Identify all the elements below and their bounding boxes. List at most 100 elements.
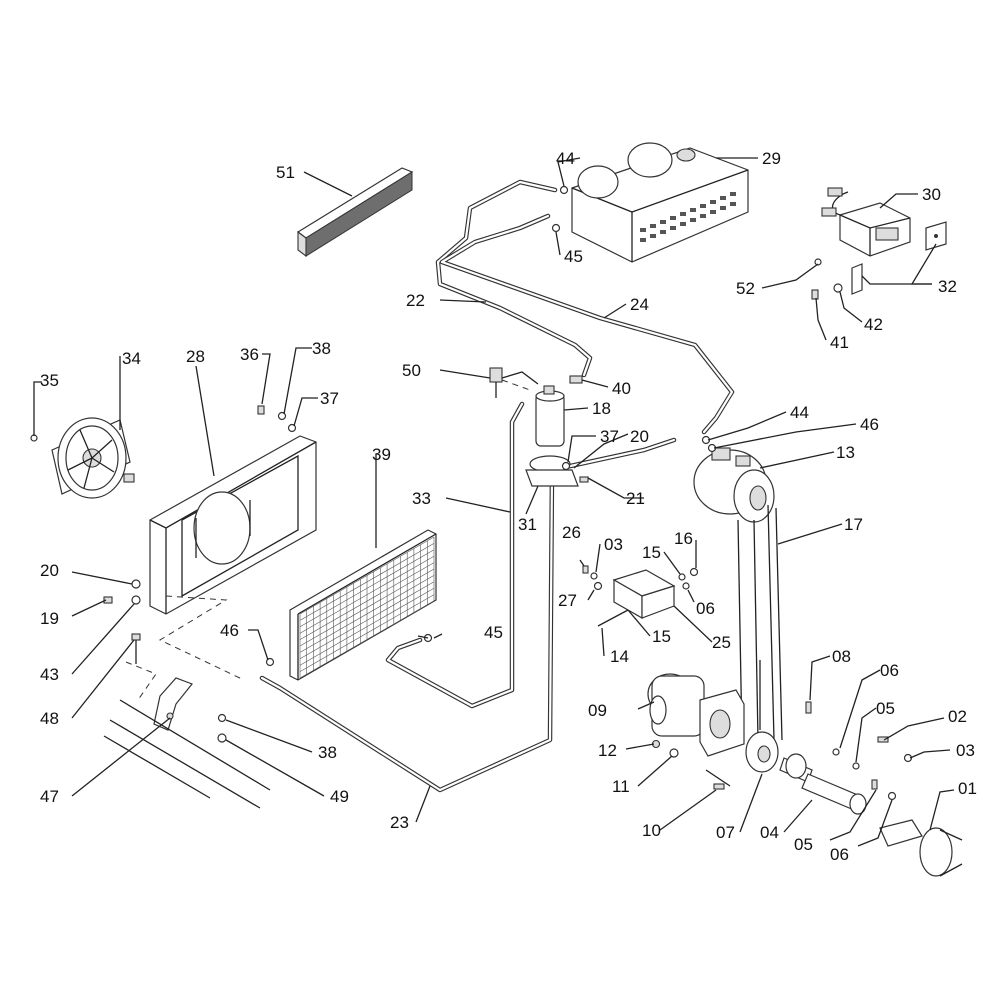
label-part-15-top: 15 (642, 543, 661, 562)
part-25-mount-bracket (612, 569, 676, 620)
label-part-11: 11 (612, 777, 630, 796)
label-part-43: 43 (40, 665, 59, 684)
label-part-15-bottom: 15 (652, 627, 671, 646)
part-47-bracket (153, 677, 193, 731)
label-part-20-mid: 20 (630, 427, 649, 446)
label-part-18: 18 (592, 399, 611, 418)
part-33-hose (385, 401, 525, 709)
part-51-filter (296, 167, 414, 258)
label-part-03-right: 03 (956, 741, 975, 760)
part-46-oring-a (265, 657, 275, 667)
part-08-key (805, 701, 812, 714)
assembly-lines (103, 379, 761, 809)
part-38-washer-b (217, 713, 227, 723)
part-11-nut (669, 748, 679, 758)
part-41-bolt (811, 289, 819, 300)
label-part-39: 39 (372, 445, 391, 464)
part-32-bracket (851, 221, 947, 295)
part-02-bolt (877, 736, 889, 743)
part-18-receiver-drier (535, 385, 565, 447)
label-part-05-bottom: 05 (794, 835, 813, 854)
label-part-21: 21 (626, 489, 645, 508)
label-part-34: 34 (122, 349, 141, 368)
label-part-35: 35 (40, 371, 59, 390)
label-part-46-right: 46 (860, 415, 879, 434)
label-part-04: 04 (760, 823, 779, 842)
label-part-14: 14 (610, 647, 629, 666)
part-42-washer (833, 283, 843, 293)
label-part-03-mid: 03 (604, 535, 623, 554)
label-part-50: 50 (402, 361, 421, 380)
part-05-bolt-b (871, 779, 878, 790)
part-36-bolt (257, 405, 265, 415)
part-34-fan (51, 417, 135, 499)
part-15-bolt-a (678, 573, 686, 581)
part-09-pump (647, 673, 745, 757)
label-part-05-top: 05 (876, 699, 895, 718)
label-part-12: 12 (598, 741, 617, 760)
part-29-evaporator (571, 142, 749, 263)
label-part-48: 48 (40, 709, 59, 728)
part-13-compressor (693, 447, 775, 523)
label-part-10: 10 (642, 821, 661, 840)
part-48-stud (131, 633, 141, 664)
label-part-08: 08 (832, 647, 851, 666)
part-22-hose (435, 179, 593, 378)
label-part-06-bottom: 06 (830, 845, 849, 864)
part-26-bolt (582, 565, 589, 574)
label-part-29: 29 (762, 149, 781, 168)
part-24-hose (439, 213, 735, 435)
label-part-20-left: 20 (40, 561, 59, 580)
label-part-07: 07 (716, 823, 735, 842)
label-part-06-mid: 06 (696, 599, 715, 618)
label-part-01: 01 (958, 779, 977, 798)
label-part-22: 22 (406, 291, 425, 310)
label-part-52: 52 (736, 279, 755, 298)
part-37-nut-b (287, 423, 297, 433)
label-part-49: 49 (330, 787, 349, 806)
part-49-nut (217, 733, 227, 743)
part-28-shroud (149, 435, 317, 615)
label-part-40: 40 (612, 379, 631, 398)
label-part-41: 41 (830, 333, 849, 352)
label-part-02: 02 (948, 707, 967, 726)
part-31-clamp (525, 455, 579, 487)
label-part-09: 09 (588, 701, 607, 720)
label-part-31: 31 (518, 515, 537, 534)
label-part-25: 25 (712, 633, 731, 652)
part-05-bolt-a (852, 762, 860, 770)
label-part-36: 36 (240, 345, 259, 364)
label-part-23: 23 (390, 813, 409, 832)
part-14-bolt (597, 609, 629, 627)
label-part-26: 26 (562, 523, 581, 542)
part-38-washer-a (277, 411, 287, 421)
label-part-51: 51 (276, 163, 295, 182)
part-45-oring-a (551, 223, 561, 233)
label-part-27: 27 (558, 591, 577, 610)
part-01-flange (879, 819, 963, 877)
label-part-06-top: 06 (880, 661, 899, 680)
label-part-45-top: 45 (564, 247, 583, 266)
part-44-oring-a (559, 185, 569, 195)
label-part-38-top: 38 (312, 339, 331, 358)
label-part-30: 30 (922, 185, 941, 204)
label-part-44-right: 44 (790, 403, 809, 422)
part-40-fitting (569, 375, 583, 384)
label-part-32: 32 (938, 277, 957, 296)
part-50-pressure-switch (489, 367, 539, 398)
leader-lines (33, 157, 955, 847)
label-part-19: 19 (40, 609, 59, 628)
part-10-key (713, 783, 725, 790)
label-part-33: 33 (412, 489, 431, 508)
label-part-46-left: 46 (220, 621, 239, 640)
label-part-47: 47 (40, 787, 59, 806)
part-19-bolt (103, 596, 113, 604)
label-part-24: 24 (630, 295, 649, 314)
label-part-28: 28 (186, 347, 205, 366)
label-part-42: 42 (864, 315, 883, 334)
label-part-44-top: 44 (556, 149, 575, 168)
label-part-37-mid: 37 (600, 427, 619, 446)
label-part-45-mid: 45 (484, 623, 503, 642)
